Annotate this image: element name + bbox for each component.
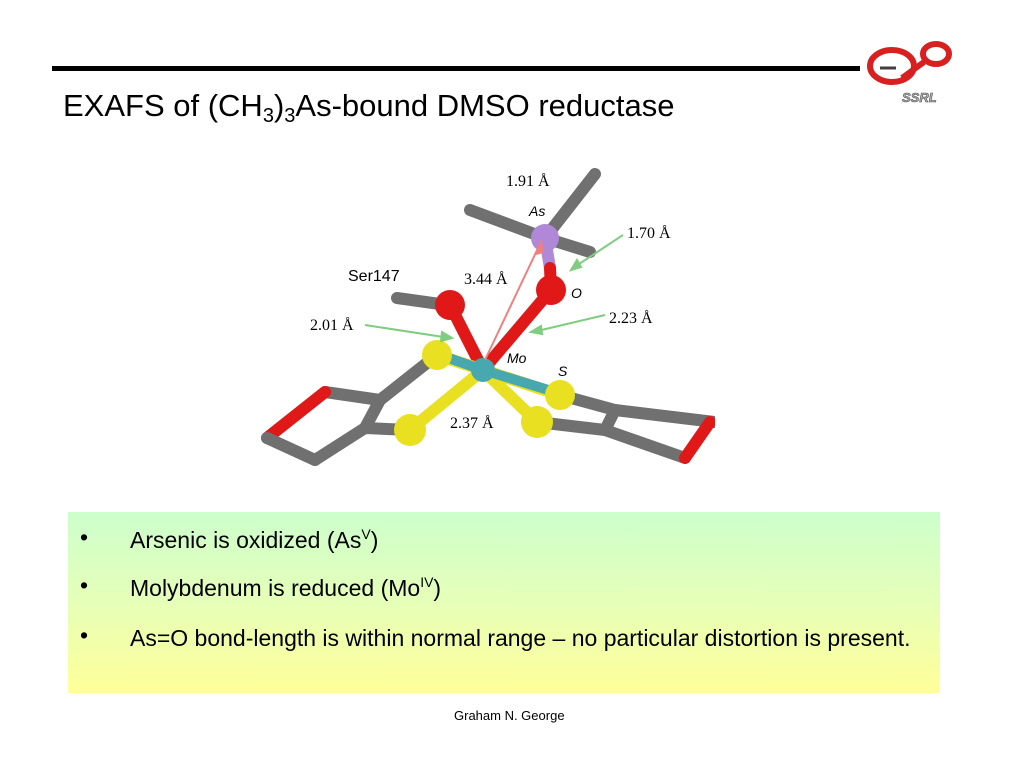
label-mo-s-distance: 2.37 Å [450,414,494,432]
label-ser147: Ser147 [348,268,400,285]
ser-oxygen-atom [435,290,465,320]
label-mo: Mo [507,350,527,366]
arrow-mo-as [484,245,540,361]
arrow-mo-o [532,314,606,333]
bullet-marker: • [80,622,89,648]
label-mo-oser-distance: 2.01 Å [310,316,354,334]
o-mo-bond [477,284,557,376]
bullet-marker: • [80,572,89,598]
bullet-text: As=O bond-length is within normal range … [130,625,911,651]
label-as-c-distance: 1.91 Å [506,172,550,190]
sulfur-atom [545,380,575,410]
label-as-o-distance: 1.70 Å [627,224,671,242]
bullet-marker: • [80,524,89,550]
molecule-structure: 1.91 Å As 1.70 Å Ser147 3.44 Å O 2.23 Å … [261,168,715,466]
bullet-text: Molybdenum is reduced (MoIV) [130,574,442,601]
ssrl-logo: SSRL [867,41,952,105]
label-mo-as-distance: 3.44 Å [464,270,508,288]
bullet-text: Arsenic is oxidized (AsV) [130,526,379,553]
sulfur-atom [521,406,553,438]
arsenic-atom [531,224,559,252]
slide-title: EXAFS of (CH3)3As-bound DMSO reductase [63,88,675,127]
logo-text: SSRL [902,90,937,105]
sulfur-atom [422,340,452,370]
label-mo-o-distance: 2.23 Å [609,309,653,327]
arrow-as-o [572,234,624,269]
label-as: As [528,203,545,219]
molybdenum-atom [471,358,495,382]
label-s: S [558,363,568,379]
sulfur-atom [394,414,426,446]
label-o: O [571,285,582,301]
arrow-mo-oser [364,324,451,339]
footer-author: Graham N. George [454,708,565,723]
oxo-oxygen-atom [536,275,566,305]
bullet-box: • Arsenic is oxidized (AsV) • Molybdenum… [68,512,940,693]
header-rule [52,66,860,71]
